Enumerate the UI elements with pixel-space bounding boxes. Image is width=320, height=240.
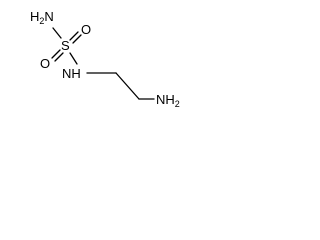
- amino-group-end-label: NH2: [156, 92, 180, 109]
- bond-s-nh: [69, 52, 78, 65]
- bond-n-s: [52, 27, 62, 39]
- oxygen-atom-label-right: O: [81, 22, 91, 37]
- amino-group-top-label: H2N: [30, 9, 54, 26]
- bond-c1-c2: [115, 72, 140, 100]
- bond-s-o-left-a: [51, 49, 61, 59]
- bond-s-o-right-b: [72, 34, 82, 44]
- structural-formula: H2N S O O NH NH2: [30, 9, 180, 109]
- bond-s-o-right-a: [69, 31, 79, 41]
- oxygen-atom-label-left: O: [40, 56, 50, 71]
- nh-atom-label: NH: [62, 66, 81, 81]
- sulfur-atom-label: S: [61, 38, 70, 53]
- bond-s-o-left-b: [54, 52, 64, 62]
